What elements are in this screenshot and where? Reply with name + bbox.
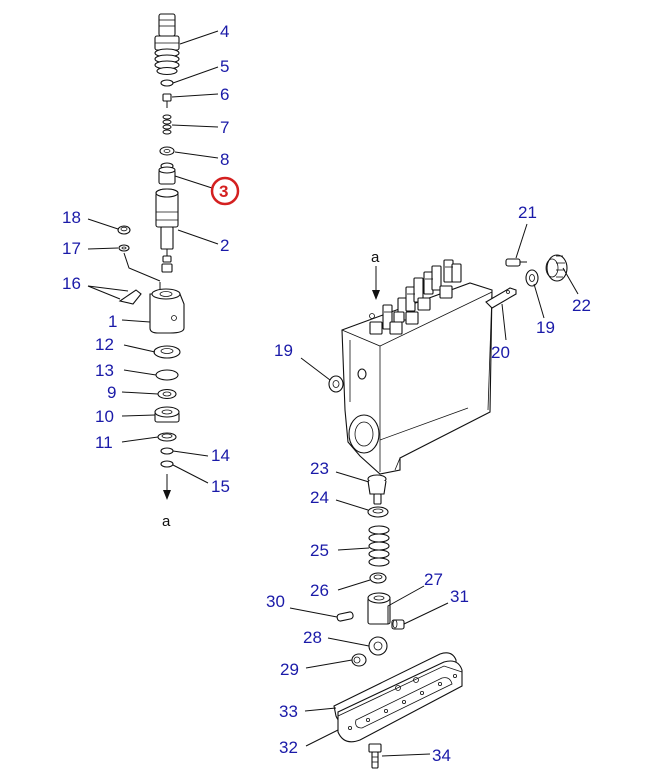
- label-a-top: a: [371, 249, 380, 266]
- label-24: 24: [310, 488, 329, 507]
- label-16: 16: [62, 274, 81, 293]
- part-2-plunger-barrel: [155, 188, 179, 273]
- label-5: 5: [220, 57, 229, 76]
- part-5-ring: [160, 79, 174, 87]
- label-11: 11: [95, 433, 113, 452]
- part-8-washer: [159, 146, 175, 156]
- label-3: 3: [219, 182, 228, 201]
- part-19-washer-left: [328, 375, 344, 393]
- label-31: 31: [450, 587, 469, 606]
- part-12-seat: [153, 345, 181, 359]
- part-28-roller: [368, 636, 388, 656]
- label-22: 22: [572, 296, 591, 315]
- label-9: 9: [107, 383, 116, 402]
- left-injector-assembly: [87, 13, 240, 500]
- label-2: 2: [220, 236, 229, 255]
- label-17: 17: [62, 239, 81, 258]
- part-4-holder: [154, 13, 180, 76]
- label-21: 21: [518, 203, 537, 222]
- part-25-spring: [368, 525, 390, 567]
- part-9-washer: [157, 388, 177, 400]
- part-6-valve: [162, 93, 172, 108]
- part-27-tappet-body: [367, 592, 391, 625]
- label-a-bottom: a: [162, 513, 171, 530]
- part-15-oring: [160, 460, 174, 468]
- part-1-sleeve: [149, 282, 185, 334]
- left-leader-lines: [87, 30, 219, 484]
- part-13-ring: [155, 369, 179, 381]
- part-23-tappet: [367, 474, 387, 505]
- flow-arrow-bottom: [163, 474, 171, 500]
- label-25: 25: [310, 541, 329, 560]
- highlight-circle-part-3: [210, 176, 240, 206]
- part-20-bracket: [485, 287, 517, 309]
- label-32: 32: [279, 738, 298, 757]
- label-8: 8: [220, 150, 229, 169]
- part-21-bolt: [505, 258, 527, 267]
- label-29: 29: [280, 660, 299, 679]
- label-27: 27: [424, 570, 443, 589]
- part-22-cap: [545, 254, 568, 282]
- label-23: 23: [310, 459, 329, 478]
- right-pump-assembly: [289, 223, 579, 769]
- part-16-clamp: [118, 289, 142, 305]
- label-26: 26: [310, 581, 329, 600]
- label-7: 7: [220, 118, 229, 137]
- pump-top-holders: [369, 259, 462, 335]
- label-20: 20: [491, 343, 510, 362]
- label-1: 1: [108, 312, 117, 331]
- label-13: 13: [95, 361, 114, 380]
- label-28: 28: [303, 628, 322, 647]
- part-34-bolt: [368, 743, 382, 769]
- label-30: 30: [266, 592, 285, 611]
- part-11-ring: [157, 432, 177, 442]
- label-18: 18: [62, 208, 81, 227]
- part-29-bushing: [351, 653, 367, 667]
- label-19-right: 19: [536, 318, 555, 337]
- part-7-spring: [162, 114, 172, 135]
- label-6: 6: [220, 85, 229, 104]
- label-34: 34: [432, 746, 451, 765]
- part-10-spring-seat: [154, 406, 180, 423]
- part-19-washer-right: [525, 269, 539, 287]
- part-32-cover: [337, 660, 463, 743]
- part-31-pin: [391, 619, 405, 630]
- label-15: 15: [211, 477, 230, 496]
- right-leader-lines: [289, 223, 579, 757]
- flow-arrow-top: [372, 266, 380, 300]
- label-19-left: 19: [274, 341, 293, 360]
- part-labels: 4 5 6 7 8 3 2 18 17 16 1 12 13 9 10 11 1…: [62, 22, 591, 765]
- label-10: 10: [95, 407, 114, 426]
- label-12: 12: [95, 335, 114, 354]
- label-14: 14: [211, 446, 230, 465]
- label-33: 33: [279, 702, 298, 721]
- part-3-delivery-valve: [158, 162, 176, 185]
- part-14-oring: [160, 447, 174, 455]
- label-4: 4: [220, 22, 229, 41]
- part-26-seat: [369, 572, 387, 584]
- part-17-washer: [118, 244, 130, 252]
- part-30-pin: [336, 611, 354, 622]
- part-18-nut: [117, 225, 131, 235]
- part-24-ring: [367, 506, 389, 518]
